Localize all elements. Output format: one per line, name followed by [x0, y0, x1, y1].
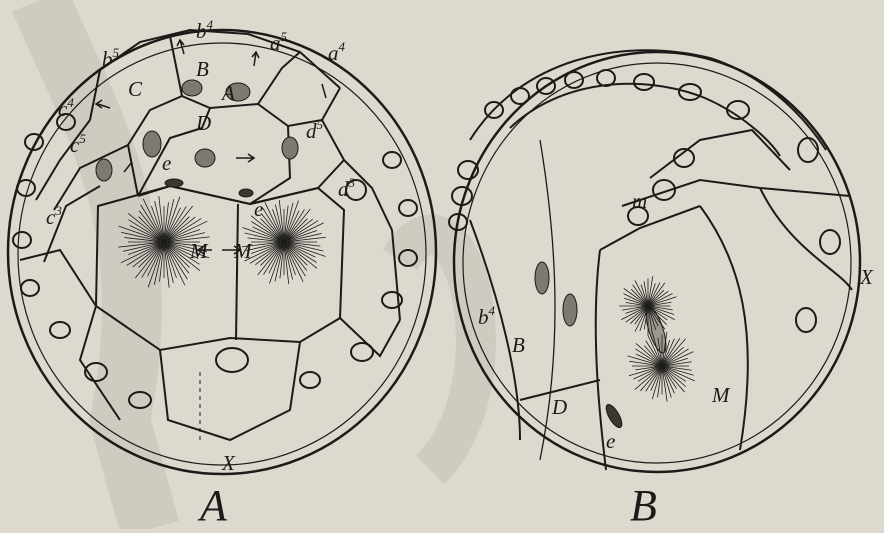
- figure-plate: A B C D M M e e a5 a4 b4 b5 c4 c5 c3 d5 …: [0, 0, 884, 529]
- bleed-through-text: [0, 0, 884, 529]
